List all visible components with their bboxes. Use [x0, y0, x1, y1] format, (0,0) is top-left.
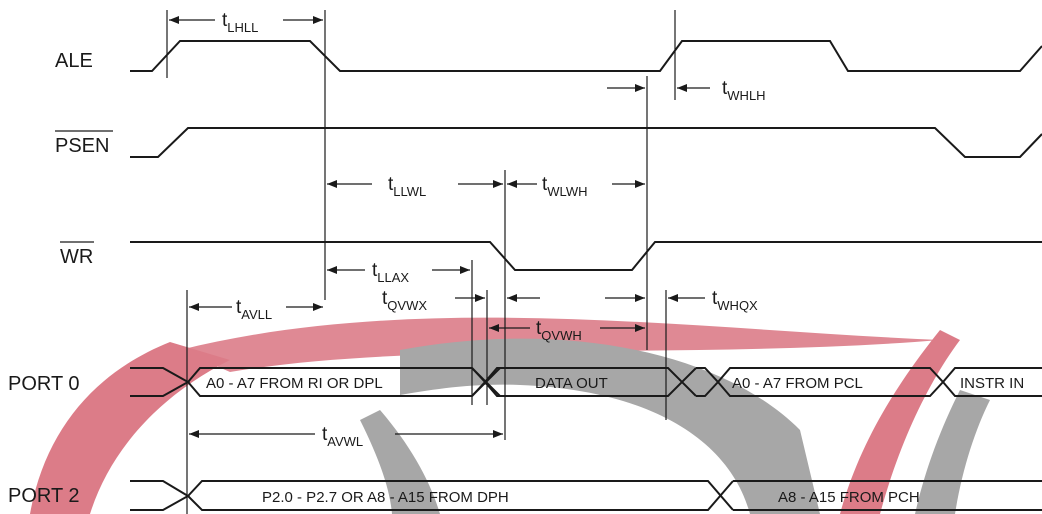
- reference-lines: [166, 10, 676, 514]
- watermark-gray-tail: [360, 410, 440, 514]
- t-avll-label: tAVLL: [236, 297, 272, 322]
- watermark-red-right: [840, 330, 960, 514]
- t-avwl-label: tAVWL: [322, 424, 363, 449]
- t-lhll-label: tLHLL: [222, 10, 258, 35]
- t-qvwx-label: tQVWX: [382, 288, 427, 313]
- t-llwl-label: tLLWL: [388, 174, 426, 199]
- port0-instr-label: INSTR IN: [960, 375, 1024, 392]
- psen-waveform: [130, 127, 1042, 158]
- t-qvwh-label: tQVWH: [536, 318, 582, 343]
- watermark-red-swoosh: [30, 342, 230, 514]
- ale-waveform: [130, 40, 1042, 72]
- port2-dph-label: P2.0 - P2.7 OR A8 - A15 FROM DPH: [262, 489, 509, 506]
- watermark: [30, 317, 990, 514]
- label-ale: ALE: [55, 50, 93, 72]
- port0-data-label: DATA OUT: [535, 375, 608, 392]
- port2-pch-label: A8 - A15 FROM PCH: [778, 489, 920, 506]
- wr-waveform: [130, 241, 1042, 271]
- label-port2: PORT 2: [8, 485, 80, 507]
- port0-addr-label: A0 - A7 FROM RI OR DPL: [206, 375, 383, 392]
- port0-pcl-label: A0 - A7 FROM PCL: [732, 375, 863, 392]
- label-psen: PSEN: [55, 135, 109, 157]
- t-whqx-label: tWHQX: [712, 288, 758, 313]
- label-wr: WR: [60, 246, 93, 268]
- label-port0: PORT 0: [8, 373, 80, 395]
- watermark-gray-right: [915, 390, 990, 514]
- port2-bus: [130, 480, 1042, 511]
- t-whlh-label: tWHLH: [722, 78, 766, 103]
- port0-bus: [130, 367, 1042, 397]
- watermark-gray-swoosh: [400, 338, 820, 514]
- t-llax-label: tLLAX: [372, 260, 409, 285]
- t-wlwh-label: tWLWH: [542, 174, 587, 199]
- timing-arrows: [169, 16, 710, 438]
